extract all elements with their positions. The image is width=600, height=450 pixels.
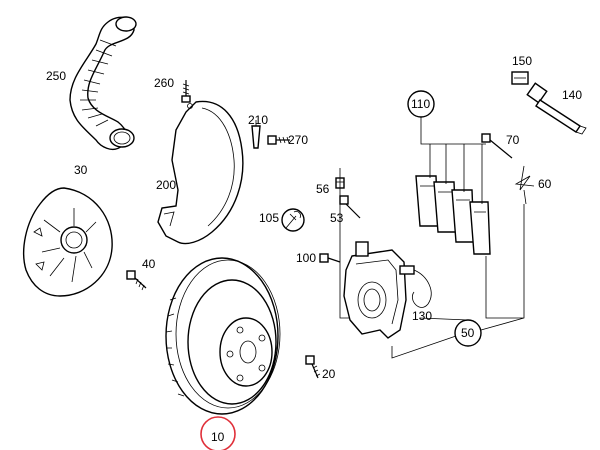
brake-disc-10[interactable] [165,257,281,415]
air-duct-hose[interactable] [69,16,137,150]
label-110: 110 [411,97,430,111]
label-105: 105 [259,211,279,225]
label-56: 56 [316,182,330,196]
brake-pads-110[interactable] [415,175,491,255]
splash-shield-200[interactable] [157,100,244,245]
label-60: 60 [538,177,552,191]
bolt-100[interactable] [319,253,341,263]
spring-clip-60[interactable] [514,165,535,205]
screw-20[interactable] [305,355,321,379]
screw-260[interactable] [181,80,191,103]
label-270: 270 [288,133,308,147]
leader-lines-50 [339,168,525,359]
label-200: 200 [156,178,176,192]
label-70: 70 [506,133,520,147]
label-53: 53 [330,211,344,225]
label-130: 130 [412,309,432,323]
label-40: 40 [142,257,156,271]
label-250: 250 [46,69,66,83]
guide-pin-140[interactable] [526,82,587,135]
bolt-270[interactable] [267,135,290,145]
label-210: 210 [248,113,268,127]
label-150: 150 [512,54,532,68]
brake-caliper[interactable] [343,241,407,339]
label-50: 50 [461,326,475,340]
backing-plate-30[interactable] [23,187,113,297]
label-30: 30 [74,163,88,177]
label-100: 100 [296,251,316,265]
label-140: 140 [562,88,582,102]
label-10: 10 [211,430,225,444]
bolt-40[interactable] [126,270,147,291]
label-20: 20 [322,367,336,381]
wear-sensor-130[interactable] [399,265,432,308]
disc-callout-highlight[interactable] [200,416,236,450]
leader-lines-110 [420,117,486,204]
label-260: 260 [154,76,174,90]
clip-210[interactable] [251,120,261,149]
wrench-symbol-105[interactable] [281,208,305,232]
cap-150[interactable] [511,71,529,85]
pin-70[interactable] [481,133,513,159]
